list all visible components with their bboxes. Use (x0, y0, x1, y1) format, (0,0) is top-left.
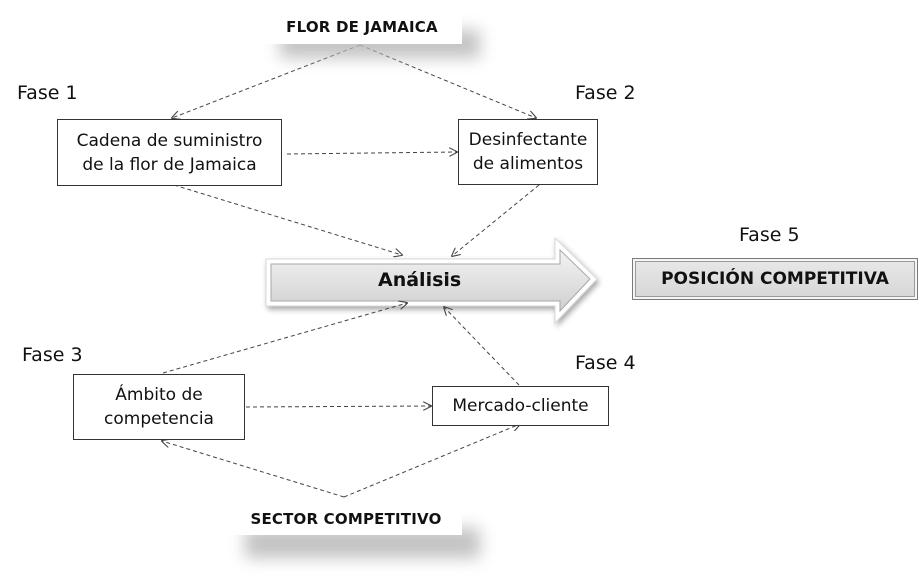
box-cadena-de-suministro: Cadena de suministro de la flor de Jamai… (57, 119, 282, 186)
box-mercado-line-1: Mercado-cliente (452, 396, 589, 416)
box-desinfectante-line-1: Desinfectante (468, 130, 588, 150)
connector-fase3-to-fase4 (245, 406, 431, 407)
analysis-block-arrow (265, 236, 598, 325)
box-mercado-cliente: Mercado-cliente (432, 386, 609, 426)
box-cadena-line-1: Cadena de suministro (76, 130, 263, 151)
connector-fase4-to-analysis (444, 307, 520, 386)
phase-label-fase1: Fase 1 (17, 82, 78, 104)
connector-sector-to-fase4 (343, 424, 520, 498)
box-posicion-competitiva: POSICIÓN COMPETITIVA (632, 258, 918, 300)
box-cadena-line-2: de la flor de Jamaica (82, 154, 257, 175)
connector-flor-to-fase1 (172, 44, 361, 118)
connector-fase1-to-analysis (173, 184, 402, 255)
analysis-label: Análisis (378, 269, 462, 291)
phase-label-fase4: Fase 4 (575, 352, 636, 374)
box-ambito-line-2: competencia (104, 409, 214, 429)
phase-label-fase2: Fase 2 (575, 82, 636, 104)
connector-fase2-to-analysis (452, 184, 540, 256)
connector-fase3-to-analysis (162, 303, 407, 374)
box-ambito-de-competencia: Ámbito de competencia (73, 374, 245, 440)
phase-label-fase3: Fase 3 (22, 344, 83, 366)
box-posicion-label: POSICIÓN COMPETITIVA (661, 269, 889, 289)
box-desinfectante-line-2: de alimentos (472, 154, 584, 174)
phase-label-fase5: Fase 5 (739, 224, 800, 246)
box-ambito-line-1: Ámbito de (115, 385, 203, 405)
source-flor-de-jamaica: FLOR DE JAMAICA (262, 10, 462, 44)
connector-sector-to-fase3 (162, 441, 345, 498)
connector-fase1-to-fase2 (286, 152, 457, 154)
box-desinfectante-de-alimentos: Desinfectante de alimentos (458, 119, 598, 185)
source-sector-competitivo: SECTOR COMPETITIVO (230, 502, 462, 535)
